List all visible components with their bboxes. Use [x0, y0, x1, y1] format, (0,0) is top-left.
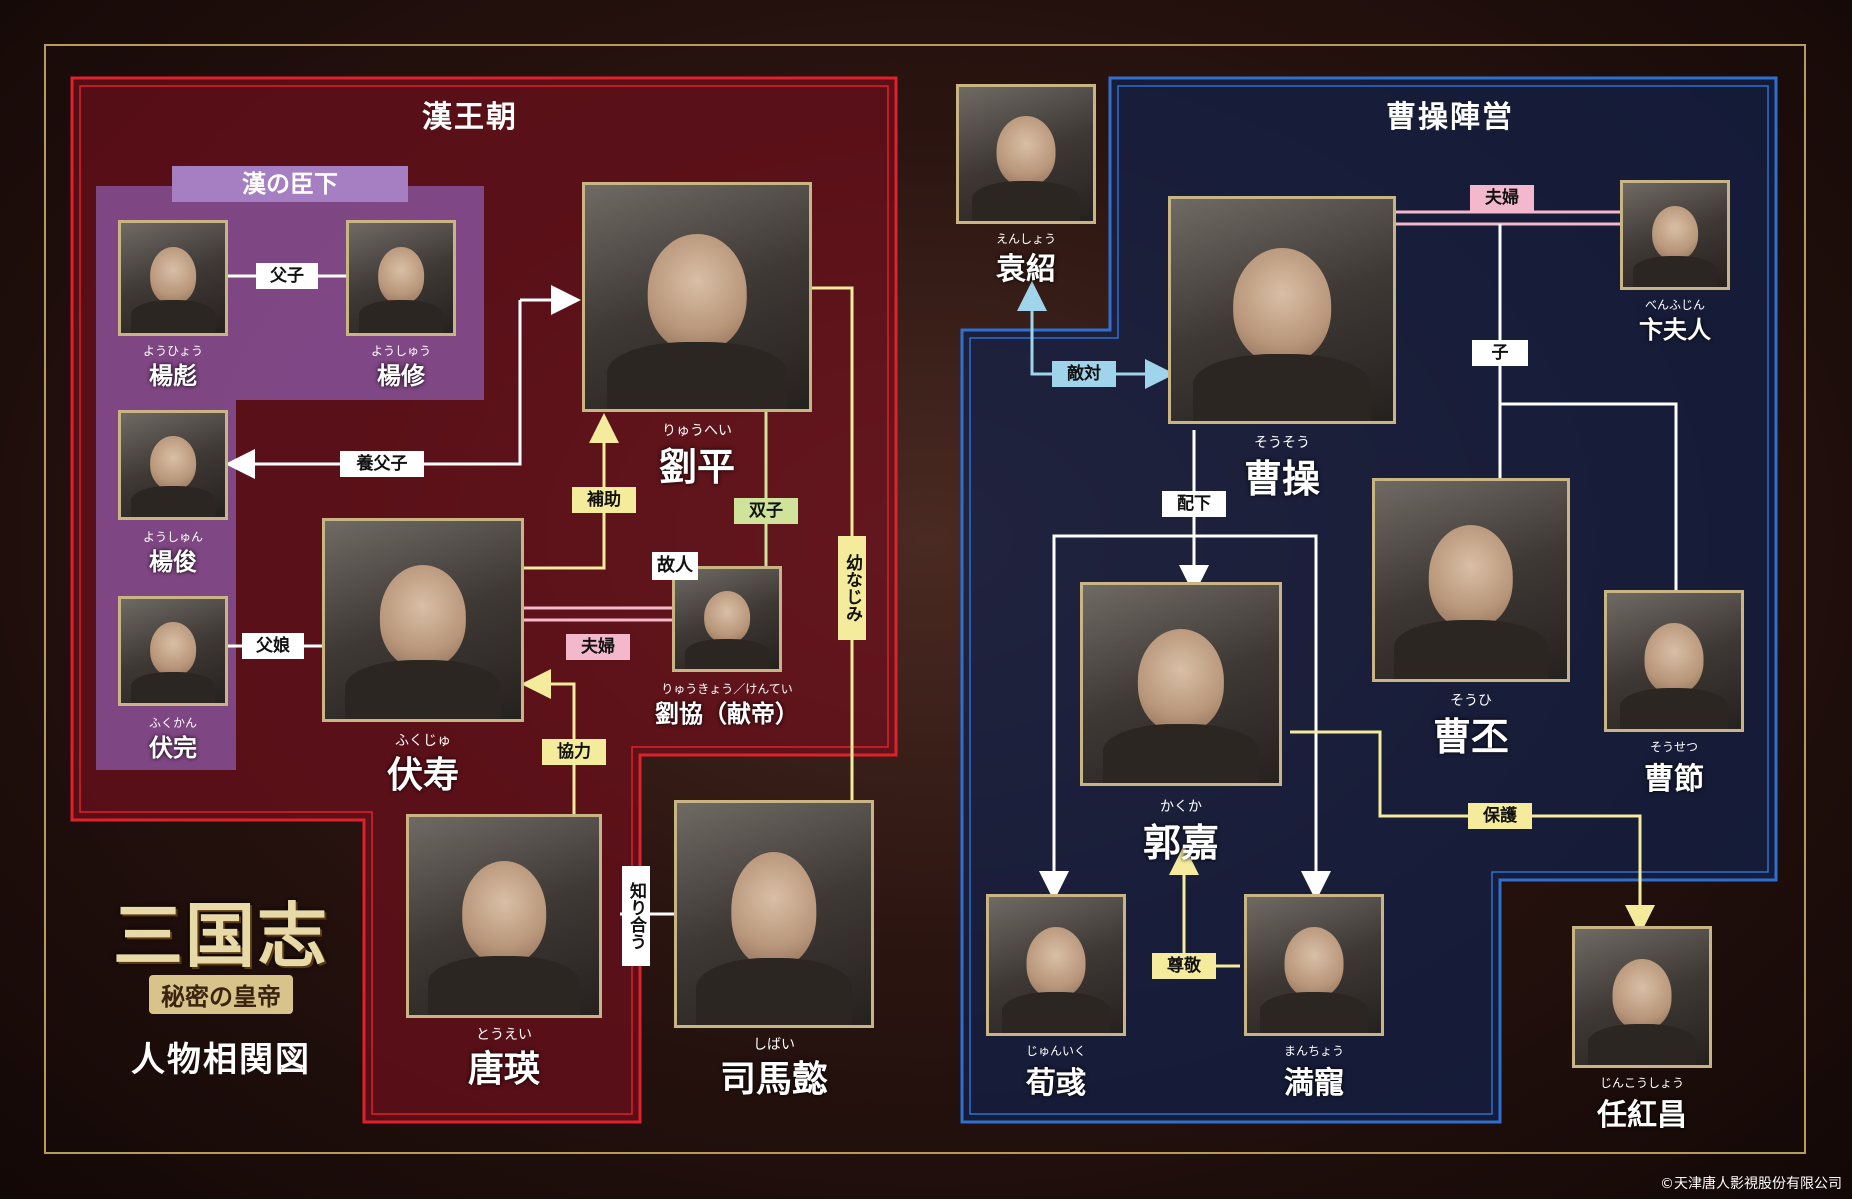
portrait-yuanshao[interactable] [956, 84, 1096, 224]
portrait-tangying[interactable] [406, 814, 602, 1018]
ruby-caopi: そうひ [1450, 693, 1492, 709]
name-guojia: 郭嘉 [1142, 820, 1220, 865]
name-fuwan: 伏完 [149, 733, 197, 762]
name-caocao: 曹操 [1243, 456, 1321, 501]
ruby-simayi: しばい [753, 1037, 795, 1053]
relation-osananajimi: 幼なじみ [838, 536, 866, 640]
ruby-fuwan: ふくかん [148, 716, 198, 730]
relation-sonkei: 尊敬 [1152, 953, 1216, 979]
ministers-label: 漢の臣下 [172, 166, 408, 202]
relation-fujou: 父娘 [242, 633, 304, 659]
han-panel-title: 漢王朝 [422, 100, 518, 135]
cao-panel [960, 76, 1778, 1124]
relation-hogo: 保護 [1468, 803, 1532, 829]
ruby-liuping: りゅうへい [662, 423, 732, 439]
relation-shiriau: 知り合う [622, 866, 650, 966]
ruby-caojie: そうせつ [1649, 740, 1699, 754]
portrait-liuxie[interactable] [672, 566, 782, 672]
relation-haika: 配下 [1162, 491, 1226, 517]
relation-youfushi: 養父子 [340, 451, 424, 477]
name-caojie: 曹節 [1644, 762, 1704, 797]
name-manchong: 満寵 [1284, 1066, 1344, 1101]
name-liuping: 劉平 [658, 444, 736, 489]
ruby-xunyu: じゅんいく [1025, 1044, 1087, 1058]
name-yangxiu: 楊修 [377, 361, 425, 390]
name-simayi: 司馬懿 [719, 1058, 829, 1100]
ruby-fushou: ふくじゅ [395, 733, 451, 749]
ruby-caocao: そうそう [1254, 435, 1310, 451]
gold-frame [44, 44, 1806, 1154]
ruby-manchong: まんちょう [1283, 1044, 1345, 1058]
ruby-renhongchang: じんこうしょう [1599, 1076, 1685, 1090]
relation-fushi: 父子 [256, 263, 318, 289]
portrait-yangjun[interactable] [118, 410, 228, 520]
ruby-liuxie: りゅうきょう／けんてい [661, 682, 793, 696]
name-fushou: 伏寿 [386, 754, 460, 796]
relation-futago: 双子 [734, 498, 798, 524]
logo-main-text: 三国志 [113, 894, 329, 977]
portrait-manchong[interactable] [1244, 894, 1384, 1036]
relation-fufu-han: 夫婦 [566, 634, 630, 660]
portrait-caopi[interactable] [1372, 478, 1570, 682]
ruby-bianfuren: べんふじん [1644, 298, 1706, 312]
portrait-simayi[interactable] [674, 800, 874, 1028]
name-yanbiao: 楊彪 [149, 361, 197, 390]
name-caopi: 曹丕 [1432, 714, 1510, 759]
ruby-yangjun: ようしゅん [142, 530, 204, 544]
ruby-yangxiu: ようしゅう [370, 344, 432, 358]
name-yuanshao: 袁紹 [996, 252, 1056, 287]
portrait-fuwan[interactable] [118, 596, 228, 706]
deceased-badge: 故人 [652, 552, 698, 580]
ruby-yuanshao: えんしょう [995, 232, 1057, 246]
name-liuxie: 劉協（献帝） [655, 699, 799, 728]
name-tangying: 唐瑛 [467, 1048, 541, 1090]
relation-ko: 子 [1472, 340, 1528, 366]
portrait-bianfuren[interactable] [1620, 180, 1730, 290]
name-xunyu: 荀彧 [1026, 1066, 1086, 1101]
ruby-yanbiao: ようひょう [142, 344, 204, 358]
portrait-renhongchang[interactable] [1572, 926, 1712, 1068]
portrait-yangxiu[interactable] [346, 220, 456, 336]
title-logo: 三国志 秘密の皇帝 人物相関図 [96, 880, 346, 1081]
name-yangjun: 楊俊 [149, 547, 197, 576]
portrait-guojia[interactable] [1080, 582, 1282, 786]
cao-panel-title: 曹操陣営 [1386, 100, 1514, 135]
portrait-caocao[interactable] [1168, 196, 1396, 424]
portrait-yanbiao[interactable] [118, 220, 228, 336]
portrait-liuping[interactable] [582, 182, 812, 412]
chart-title: 人物相関図 [131, 1040, 311, 1080]
ruby-guojia: かくか [1160, 799, 1202, 815]
relation-hojo: 補助 [572, 487, 636, 513]
copyright: ©天津唐人影視股份有限公司 [1660, 1176, 1842, 1192]
relation-tekitai: 敵対 [1052, 361, 1116, 387]
relation-kyoryoku: 協力 [542, 739, 606, 765]
name-renhongchang: 任紅昌 [1597, 1098, 1687, 1133]
portrait-fushou[interactable] [322, 518, 524, 722]
portrait-caojie[interactable] [1604, 590, 1744, 732]
portrait-xunyu[interactable] [986, 894, 1126, 1036]
name-bianfuren: 卞夫人 [1639, 315, 1711, 344]
relation-fufu-cao: 夫婦 [1470, 185, 1534, 211]
logo-sub-text: 秘密の皇帝 [149, 975, 293, 1014]
ruby-tangying: とうえい [476, 1027, 532, 1043]
